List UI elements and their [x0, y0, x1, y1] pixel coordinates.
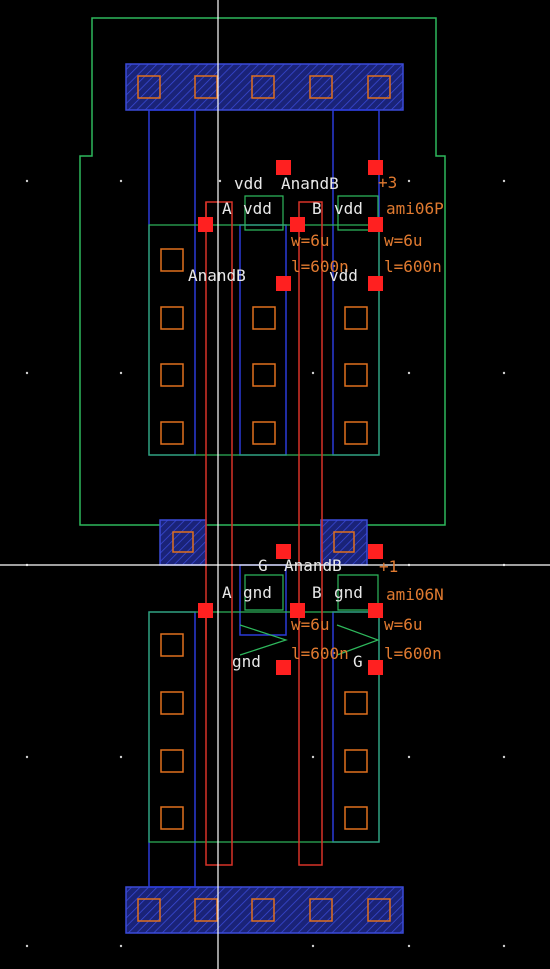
nmos-model-name: ami06N [386, 585, 444, 604]
pmos-terminal-b: B [312, 199, 322, 218]
pmos-drain-label: AnandB [188, 266, 246, 285]
nwell-outline [79, 17, 446, 526]
nmos-drain-label: G [353, 652, 363, 671]
pmos-active [148, 224, 380, 456]
pmos-terminal-vdd-top: vdd [234, 174, 263, 193]
poly-gates [205, 201, 323, 866]
pmos-width-right: w=6u [384, 231, 423, 250]
transistor-symbols [239, 195, 380, 656]
nmos-instance-index: +1 [379, 557, 398, 576]
nmos-contacts [160, 633, 368, 830]
nmos-terminal-gnd-mid: gnd [243, 583, 272, 602]
pmos-model-name: ami06P [386, 199, 444, 218]
vdd-rail [125, 63, 404, 111]
nmos-terminal-anandb: AnandB [284, 556, 342, 575]
nmos-length-right: l=600n [384, 644, 442, 663]
nmos-width-right: w=6u [384, 615, 423, 634]
nmos-width-left: w=6u [291, 615, 330, 634]
pmos-terminal-vdd-mid: vdd [243, 199, 272, 218]
pmos-width-left: w=6u [291, 231, 330, 250]
pmos-source-label: vdd [329, 266, 358, 285]
pmos-length-right: l=600n [384, 257, 442, 276]
pmos-terminal-a: A [222, 199, 232, 218]
body-contacts [159, 519, 368, 566]
nmos-active [148, 611, 380, 843]
nmos-source-label: gnd [232, 652, 261, 671]
nmos-terminal-g: G [258, 556, 268, 575]
nmos-length-left: l=600n [291, 644, 349, 663]
nmos-terminal-a: A [222, 583, 232, 602]
gnd-rail [125, 886, 404, 934]
pmos-length-left: l=600n [291, 257, 349, 276]
pmos-terminal-anandb-top: AnandB [281, 174, 339, 193]
pmos-contacts [160, 248, 368, 445]
nmos-metal-strips [148, 564, 380, 888]
pmos-instance-index: +3 [378, 173, 397, 192]
nmos-terminal-gnd-right: gnd [334, 583, 363, 602]
pin-markers [198, 160, 383, 675]
pmos-terminal-vdd-right: vdd [334, 199, 363, 218]
nmos-terminal-b: B [312, 583, 322, 602]
